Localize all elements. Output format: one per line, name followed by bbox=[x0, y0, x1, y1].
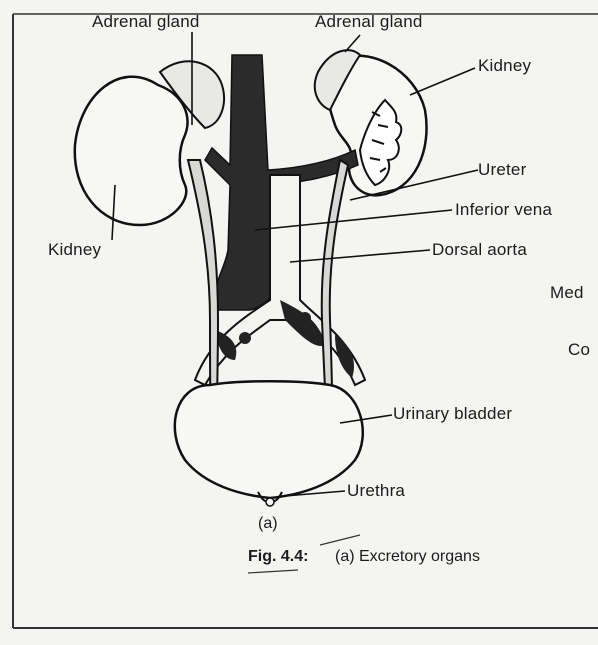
figure-caption: (a) Excretory organs bbox=[335, 548, 480, 566]
left-kidney-shape bbox=[75, 77, 188, 225]
label-adrenal-gland-right: Adrenal gland bbox=[315, 12, 423, 32]
label-urinary-bladder: Urinary bladder bbox=[393, 404, 512, 424]
figure-number: Fig. 4.4: bbox=[248, 548, 308, 566]
label-urethra: Urethra bbox=[347, 481, 405, 501]
label-kidney-left: Kidney bbox=[48, 240, 101, 260]
label-inferior-vena: Inferior vena bbox=[455, 200, 552, 220]
label-med: Med bbox=[550, 283, 584, 303]
label-ureter: Ureter bbox=[478, 160, 526, 180]
label-dorsal-aorta: Dorsal aorta bbox=[432, 240, 527, 260]
bladder-shape bbox=[175, 381, 363, 498]
label-adrenal-gland-left: Adrenal gland bbox=[92, 12, 200, 32]
figure-part-label: (a) bbox=[258, 515, 278, 533]
label-co: Co bbox=[568, 340, 590, 360]
label-kidney-right: Kidney bbox=[478, 56, 531, 76]
